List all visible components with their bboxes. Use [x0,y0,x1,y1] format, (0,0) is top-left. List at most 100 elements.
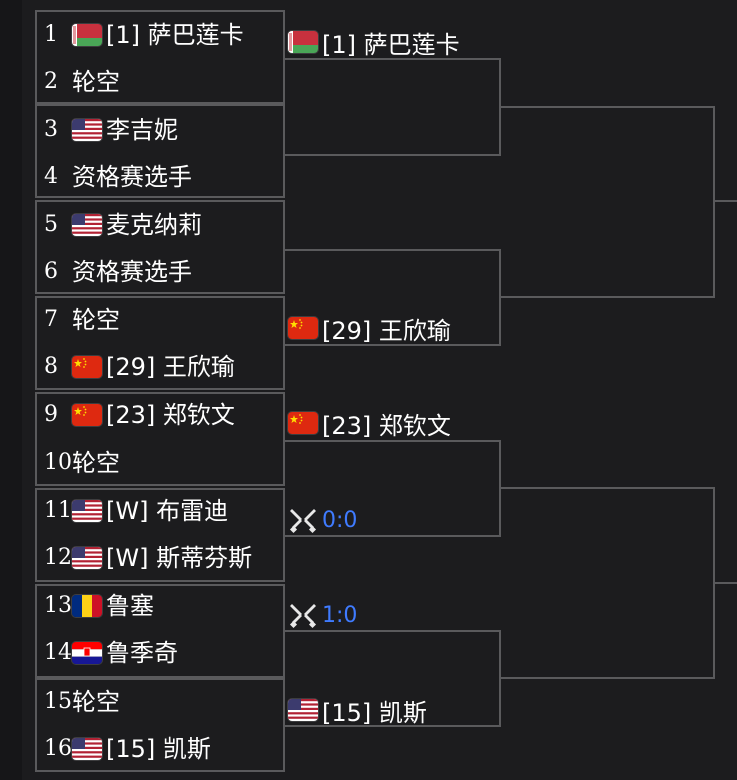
player-row[interactable]: 9 [23] 郑钦文 [36,392,284,438]
match-box-8[interactable] [35,678,285,772]
draw-number: 15 [44,689,72,714]
match-box-7[interactable] [35,584,285,678]
draw-number: 10 [44,450,72,475]
player-name: 资格赛选手 [72,258,192,286]
round2-entry[interactable]: [23] 郑钦文 [288,403,451,443]
draw-number: 14 [44,640,72,665]
draw-number: 7 [44,307,58,332]
match-box-3[interactable] [35,200,285,294]
player-name: 轮空 [72,449,120,477]
flag-romania-icon [72,595,102,617]
flag-usa-icon [288,699,318,721]
player-row[interactable]: 13 鲁塞 [36,583,284,629]
flag-china-icon [72,404,102,426]
bracket-line [501,296,715,298]
player-row[interactable]: 4 资格赛选手 [36,154,284,200]
draw-number: 1 [44,22,58,47]
draw-number: 12 [44,545,72,570]
flag-china-icon [72,356,102,378]
flag-china-icon [288,317,318,339]
player-row[interactable]: 11 [W] 布雷迪 [36,488,284,534]
bracket-line [713,106,715,298]
player-name: [29] 王欣瑜 [322,316,451,345]
flag-usa-icon [72,738,102,760]
player-row[interactable]: 6 资格赛选手 [36,249,284,295]
player-row[interactable]: 14 鲁季奇 [36,630,284,676]
flag-usa-icon [72,547,102,569]
draw-number: 4 [44,164,58,189]
player-row[interactable]: 5 麦克纳莉 [36,202,284,248]
player-name: [23] 郑钦文 [106,401,235,429]
bracket-line [713,487,715,679]
flag-usa-icon [72,119,102,141]
draw-number: 13 [44,593,72,618]
match-box-5[interactable] [35,392,285,486]
player-name: [15] 凯斯 [106,735,211,763]
player-name: [1] 萨巴莲卡 [106,21,244,49]
player-row[interactable]: 7 轮空 [36,297,284,343]
player-row[interactable]: 10 轮空 [36,440,284,486]
draw-number: 9 [44,402,58,427]
player-row[interactable]: 1 [1] 萨巴莲卡 [36,12,284,58]
flag-usa-icon [72,500,102,522]
live-match-entry[interactable]: 1:0 [288,595,357,635]
bracket-line [501,677,715,679]
bracket-line [499,630,501,727]
bracket-line [499,440,501,537]
round2-entry[interactable]: [15] 凯斯 [288,690,427,730]
bracket-line [285,535,501,537]
draw-number: 2 [44,69,58,94]
crossed-swords-icon [288,505,318,535]
draw-number: 16 [44,736,72,761]
bracket-line [715,582,737,584]
match-box-2[interactable] [35,104,285,198]
draw-number: 5 [44,212,58,237]
player-name: 鲁塞 [106,592,154,620]
player-name: [29] 王欣瑜 [106,353,235,381]
player-name: [1] 萨巴莲卡 [322,30,460,59]
player-row[interactable]: 2 轮空 [36,59,284,105]
bracket-line [501,106,715,108]
left-sidebar-strip [0,0,22,780]
bracket-line [285,725,501,727]
bracket-line [501,487,715,489]
bracket-line [499,249,501,346]
player-row[interactable]: 16 [15] 凯斯 [36,726,284,772]
round2-entry[interactable]: [29] 王欣瑜 [288,308,451,348]
bracket-line [499,58,501,156]
player-row[interactable]: 12 [W] 斯蒂芬斯 [36,535,284,581]
match-box-1[interactable] [35,10,285,104]
match-box-4[interactable] [35,296,285,390]
player-name: 轮空 [72,306,120,334]
player-name: [W] 布雷迪 [106,497,229,525]
flag-belarus-icon [288,31,318,53]
draw-number: 11 [44,498,72,523]
flag-croatia-icon [72,642,102,664]
draw-number: 6 [44,259,58,284]
bracket-line [285,630,501,632]
match-score: 0:0 [322,507,358,533]
player-name: 资格赛选手 [72,163,192,191]
bracket-line [285,58,501,60]
player-row[interactable]: 15 轮空 [36,679,284,725]
flag-belarus-icon [72,24,102,46]
draw-number: 8 [44,354,58,379]
player-name: [W] 斯蒂芬斯 [106,544,253,572]
bracket-line [285,344,501,346]
player-name: [15] 凯斯 [322,698,427,727]
flag-usa-icon [72,214,102,236]
round2-entry[interactable]: [1] 萨巴莲卡 [288,22,460,62]
bracket-line [285,440,501,442]
player-row[interactable]: 3 李吉妮 [36,107,284,153]
player-row[interactable]: 8 [29] 王欣瑜 [36,344,284,390]
live-match-entry[interactable]: 0:0 [288,500,357,540]
player-name: 轮空 [72,688,120,716]
match-box-6[interactable] [35,488,285,582]
bracket-line [285,154,501,156]
player-name: 麦克纳莉 [106,211,202,239]
flag-china-icon [288,412,318,434]
draw-number: 3 [44,117,58,142]
crossed-swords-icon [288,600,318,630]
player-name: 李吉妮 [106,116,178,144]
